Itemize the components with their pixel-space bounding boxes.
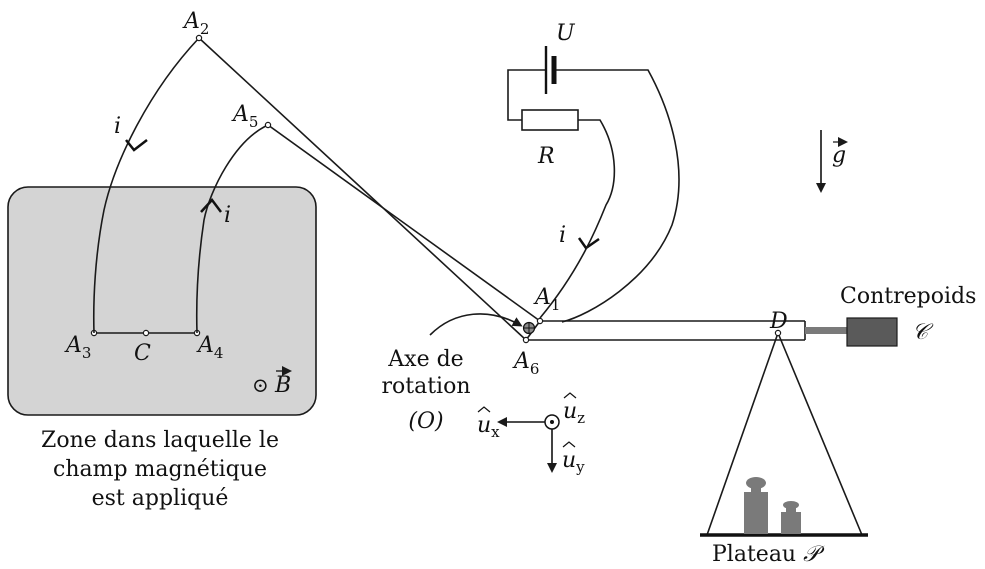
axis-label-line1: Axe de [387, 347, 463, 372]
point-a2-label: A2 [182, 9, 209, 38]
counterweight-label: Contrepoids [840, 284, 976, 309]
point-d [774, 329, 782, 337]
current-arrow-icon [200, 198, 222, 213]
current-label: i [559, 223, 566, 248]
point-c [142, 329, 150, 337]
beam-inner-edge [267, 124, 541, 322]
point-a6 [522, 336, 530, 344]
uy-label: uy [562, 448, 585, 476]
point-d-label: D [769, 309, 788, 334]
axis-pointer-arrow-icon [429, 313, 523, 336]
counterweight-rod [805, 327, 847, 334]
current-label: i [224, 203, 231, 228]
point-a1-label: A1 [533, 285, 560, 314]
resistor [521, 109, 579, 131]
point-a3-label: A3 [64, 333, 91, 362]
zone-caption-line1: Zone dans laquelle le [41, 428, 279, 453]
gravity-label: g [832, 143, 846, 168]
plate-string-right [777, 332, 863, 536]
wire-resistor-a1 [539, 119, 616, 319]
axis-label-line2: rotation [381, 374, 470, 399]
plate-string-left [706, 332, 779, 536]
point-a6-label: A6 [512, 349, 539, 378]
point-a1 [536, 317, 544, 325]
uz-dot [550, 420, 554, 424]
zone-caption-line3: est appliqué [92, 486, 229, 511]
current-label: i [114, 114, 121, 139]
wire-generator-right [556, 69, 680, 323]
point-a5-label: A5 [231, 102, 258, 131]
ux-hat-icon [477, 406, 491, 413]
current-arrow-icon [125, 139, 148, 152]
wire-generator-left [507, 69, 545, 121]
wire-a2-a3 [92, 37, 200, 334]
resistor-label: R [537, 144, 555, 169]
point-a4-label: A4 [196, 333, 223, 362]
field-symbol: B [274, 373, 291, 398]
beam-outer-edge [198, 37, 527, 341]
counterweight-symbol: 𝒞 [912, 320, 934, 345]
generator-label: U [556, 21, 576, 46]
uz-label: uz [563, 399, 585, 427]
magnetic-field-label: ⊙ B [252, 366, 292, 398]
wire-a5-a4 [195, 124, 269, 334]
axis-label-line3: (O) [408, 409, 443, 434]
uz-hat-icon [563, 392, 577, 399]
counterweight-block [846, 317, 898, 347]
point-a5 [264, 121, 272, 129]
field-out-of-page-icon: ⊙ [252, 373, 269, 397]
ux-label: ux [477, 413, 500, 441]
point-a2 [195, 34, 203, 42]
uy-hat-icon [562, 441, 576, 448]
point-c-label: C [134, 341, 151, 366]
zone-caption-line2: champ magnétique [53, 457, 267, 482]
weights-icon [744, 477, 801, 534]
field-zone [7, 186, 317, 416]
plate-label: Plateau 𝒫 [712, 542, 825, 567]
